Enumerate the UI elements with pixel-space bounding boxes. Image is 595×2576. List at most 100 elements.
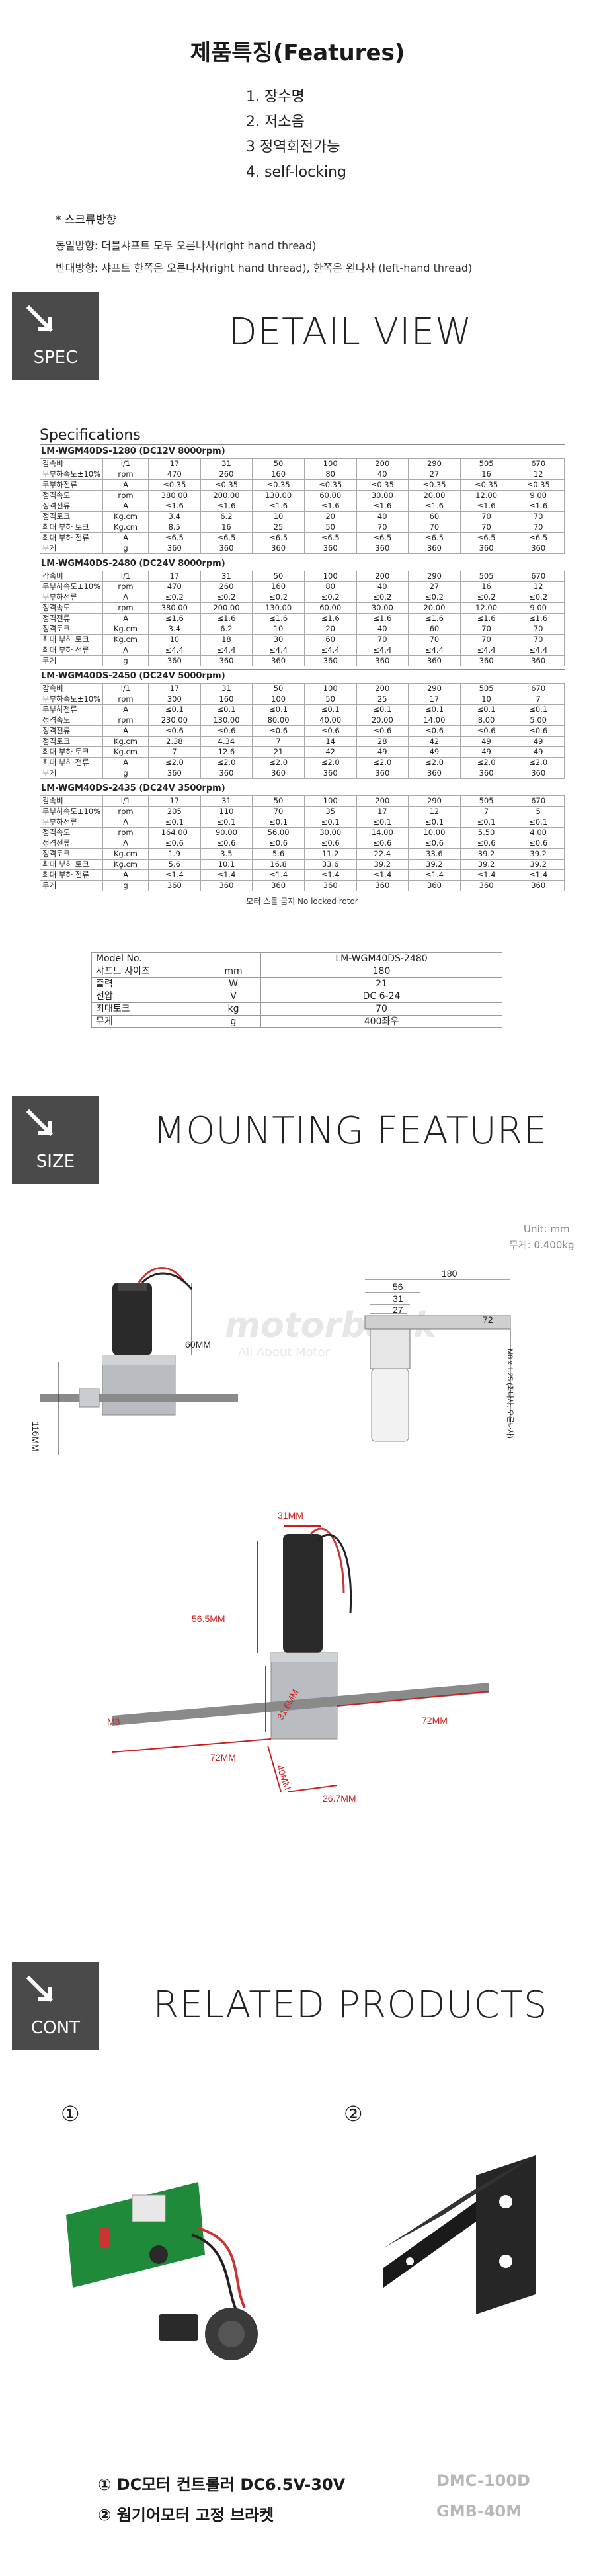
spec-param: 무게: [40, 768, 103, 779]
detail-view-title: DETAIL VIEW: [228, 311, 473, 354]
photo2-height-dim: 56.5MM: [192, 1613, 225, 1624]
screw-direction-title: * 스크류방향: [56, 214, 117, 227]
screw-opposite-direction: 반대방향: 샤프트 한쪽은 오른나사(right hand thread), 한…: [56, 262, 473, 274]
spec-value: 260: [200, 581, 253, 592]
model-unit: g: [206, 1015, 261, 1028]
spec-value: 49: [512, 746, 565, 758]
spec-value: ≤0.1: [252, 704, 305, 715]
no-locked-rotor-note: 모터 스톨 금지 No locked rotor: [246, 897, 358, 906]
spec-value: 12: [512, 469, 565, 480]
spec-value: 30.00: [356, 490, 409, 501]
product-2-name[interactable]: ② 웜기어모터 고정 브라켓: [98, 2506, 274, 2524]
spec-value: 17: [148, 458, 201, 469]
spec-value: ≤1.6: [148, 613, 201, 624]
model-param: 샤프트 사이즈: [91, 965, 206, 978]
spec-value: ≤0.1: [200, 817, 253, 828]
spec-value: ≤0.6: [200, 725, 253, 737]
motor-photo-2: [112, 1525, 490, 1792]
spec-unit: rpm: [102, 581, 149, 592]
motor-height-dim: 60MM: [185, 1339, 211, 1349]
spec-value: ≤1.6: [459, 613, 513, 624]
spec-value: ≤0.2: [408, 592, 461, 603]
spec-value: 360: [303, 543, 357, 554]
spec-value: ≤0.35: [252, 479, 305, 491]
spec-value: ≤0.6: [252, 838, 305, 849]
spec-value: 20.00: [356, 715, 409, 726]
spec-value: 49: [459, 736, 513, 747]
spec-value: 360: [459, 768, 513, 779]
spec-value: ≤1.6: [356, 501, 409, 512]
spec-value: 56.00: [252, 827, 305, 838]
spec-value: 80.00: [252, 715, 305, 726]
spec-value: 60: [408, 624, 461, 635]
spec-value: 100: [303, 571, 357, 582]
spec-value: 30: [252, 634, 305, 645]
spec-value: 50: [252, 458, 305, 469]
motor-controller-photo[interactable]: [60, 2155, 284, 2367]
spec-value: ≤1.4: [356, 869, 409, 881]
spec-value: ≤6.5: [200, 532, 253, 543]
spec-unit: A: [102, 757, 149, 768]
spec-value: 100: [252, 694, 305, 705]
spec-value: ≤0.6: [459, 838, 513, 849]
spec-value: 360: [303, 880, 357, 891]
spec-value: ≤4.4: [200, 645, 253, 656]
spec-param: 무게: [40, 543, 103, 554]
spec-value: 360: [408, 768, 461, 779]
drawing-dim-180: 180: [442, 1268, 457, 1279]
spec-value: ≤0.6: [408, 725, 461, 737]
spec-param: 정격속도: [40, 715, 103, 726]
spec-value: 160: [252, 469, 305, 480]
spec-value: ≤0.1: [148, 817, 201, 828]
spec-value: 3.4: [148, 511, 201, 522]
product-1-code: DMC-100D: [436, 2472, 530, 2490]
photo2-left-dim: 72MM: [210, 1752, 236, 1763]
spec-value: ≤1.4: [303, 869, 357, 881]
spec-value: ≤2.0: [408, 757, 461, 768]
spec-value: ≤0.35: [148, 479, 201, 491]
spec-value: ≤0.1: [459, 704, 513, 715]
motor-bracket-photo[interactable]: [357, 2149, 555, 2347]
spec-value: 9.00: [512, 490, 565, 501]
spec-value: ≤0.1: [303, 704, 357, 715]
spec-param: 정격전류: [40, 501, 103, 512]
motor-photo-1: [40, 1267, 238, 1455]
spec-value: 14.00: [356, 827, 409, 838]
spec-value: 260: [200, 469, 253, 480]
spec-value: 360: [512, 543, 565, 554]
spec-value: 39.2: [356, 859, 409, 870]
spec-table-header: LM-WGM40DS-1280 (DC12V 8000rpm): [40, 444, 565, 458]
spec-value: 130.00: [252, 602, 305, 614]
spec-value: 39.2: [512, 848, 565, 860]
spec-value: 200: [356, 683, 409, 694]
spec-value: 360: [408, 543, 461, 554]
spec-value: ≤0.1: [200, 704, 253, 715]
spec-value: 9.00: [512, 602, 565, 614]
mounting-feature-title: MOUNTING FEATURE: [153, 1109, 548, 1152]
spec-value: 6.2: [200, 511, 253, 522]
model-value: 21: [260, 977, 502, 990]
spec-value: ≤1.4: [408, 869, 461, 881]
spec-value: ≤4.4: [148, 645, 201, 656]
spec-value: ≤0.35: [408, 479, 461, 491]
spec-value: ≤6.5: [512, 532, 565, 543]
spec-value: 360: [252, 768, 305, 779]
spec-value: 20.00: [408, 490, 461, 501]
spec-value: 4.34: [200, 736, 253, 747]
spec-value: ≤0.2: [512, 592, 565, 603]
spec-value: 360: [200, 655, 253, 666]
spec-value: ≤0.1: [512, 704, 565, 715]
spec-value: 6.2: [200, 624, 253, 635]
spec-value: ≤6.5: [303, 532, 357, 543]
arrow-icon: [26, 305, 54, 333]
spec-value: ≤0.6: [148, 838, 201, 849]
spec-param: 정격속도: [40, 827, 103, 838]
product-1-name[interactable]: ① DC모터 컨트롤러 DC6.5V-30V: [98, 2475, 346, 2494]
